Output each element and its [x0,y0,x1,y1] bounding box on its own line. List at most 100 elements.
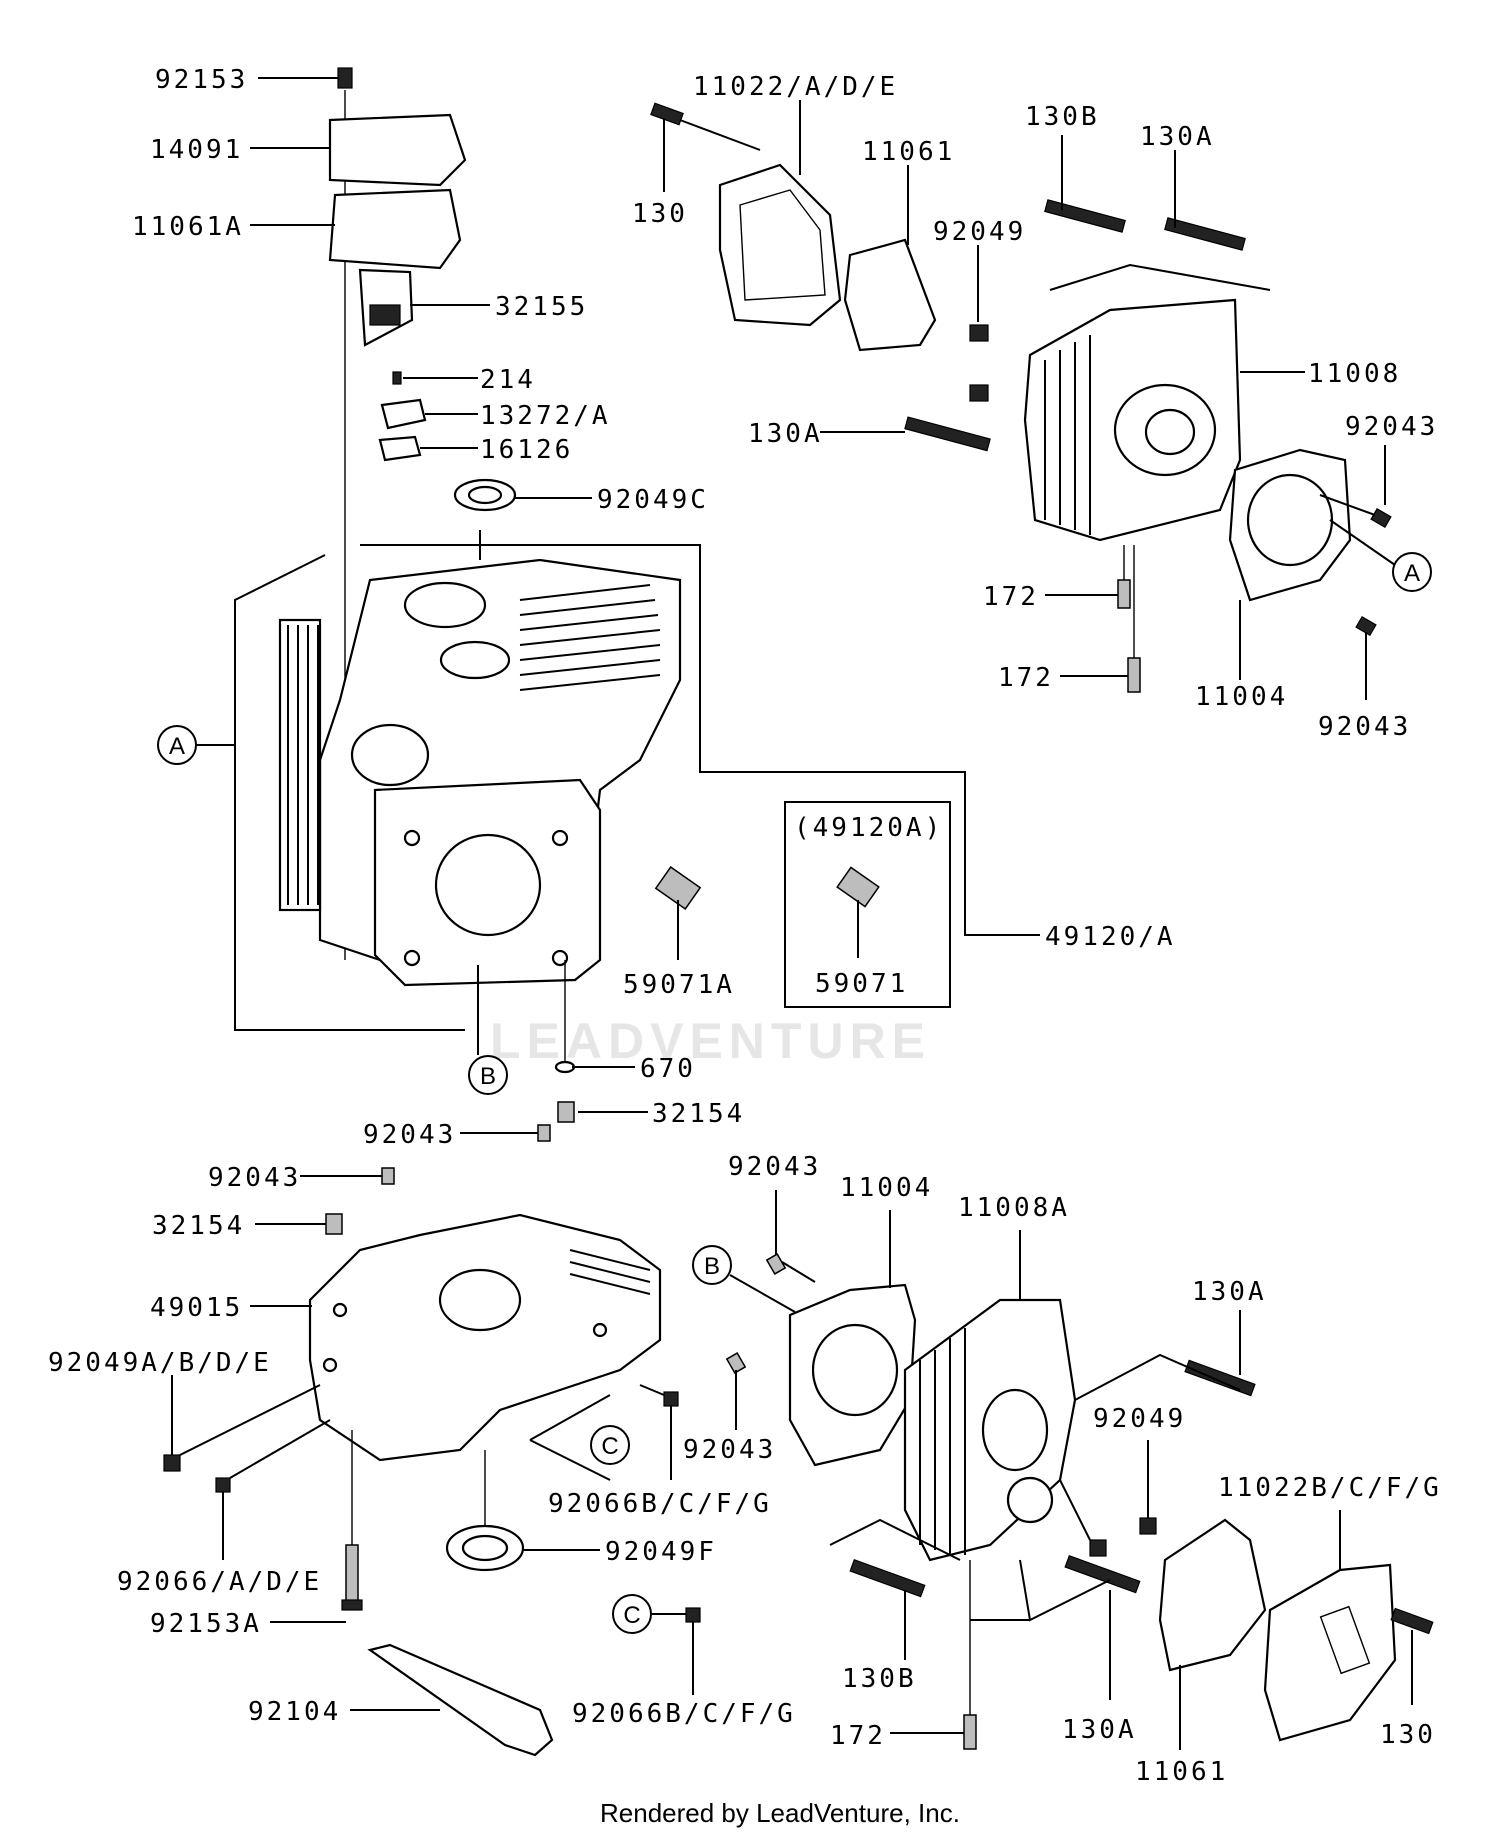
label-172-b: 172 [998,663,1054,693]
callout-A-right: A [1392,552,1432,592]
part-32155-reed [358,268,414,347]
callout-C-a: C [590,1425,630,1465]
part-92066BCFG-nut-b [685,1607,701,1623]
label-49015: 49015 [150,1293,243,1323]
part-11022BCFG-cover [1263,1563,1397,1742]
label-92043-a: 92043 [363,1120,456,1150]
part-92043-pin-tr1 [1370,507,1392,529]
label-92043-c: 92043 [728,1152,821,1182]
label-92049C: 92049C [597,485,709,515]
watermark-text: LEADVENTURE [490,1013,931,1069]
label-92049ABDE: 92049A/B/D/E [48,1348,272,1378]
label-11008: 11008 [1308,359,1401,389]
part-92066BCFG-nut-a [663,1391,679,1407]
label-130B-bot: 130B [842,1664,917,1694]
svg-text:C: C [623,1602,640,1629]
part-92049-nut-br [1089,1517,1157,1557]
label-214: 214 [480,365,536,395]
part-92043-pin-b [381,1167,395,1185]
label-92049-top: 92049 [933,217,1026,247]
label-11008A: 11008A [958,1193,1070,1223]
svg-text:A: A [1404,560,1420,587]
label-92049F: 92049F [605,1537,717,1567]
inset-box-49120A [784,801,951,1008]
part-130A-bolt-br [1184,1359,1256,1397]
label-92043-tr2: 92043 [1318,712,1411,742]
part-92043-pin-tr2 [1355,615,1377,637]
part-11004-gasket-bot [788,1283,917,1467]
label-92153: 92153 [155,65,248,95]
part-172-stud-a [1117,579,1131,609]
label-59071A: 59071A [623,970,735,1000]
label-11061-top: 11061 [862,137,955,167]
part-32154-dowel-a [557,1101,575,1123]
label-130A-br: 130A [1192,1277,1267,1307]
label-130-top: 130 [632,199,688,229]
part-172-stud-b [1127,657,1141,693]
part-92043-pin-c [765,1253,787,1275]
part-92066ADE-nut [215,1477,231,1493]
callout-B-top: B [468,1055,508,1095]
label-11004-bot: 11004 [840,1173,933,1203]
part-11061-gasket-top [843,238,937,352]
crankcase-fins [519,584,661,691]
label-16126: 16126 [480,435,573,465]
part-130-bolt-bot [1390,1607,1434,1635]
part-130B-bolt-bot [849,1558,926,1598]
part-32154-dowel-b [325,1213,343,1235]
label-130A-bot: 130A [1062,1715,1137,1745]
label-11061-bot: 11061 [1135,1757,1228,1787]
label-11022ADE: 11022/A/D/E [693,72,898,102]
part-214-screw [392,371,402,385]
part-11008-cylinder-head [1023,298,1242,542]
callout-B-bot: B [692,1245,732,1285]
label-130B-top: 130B [1025,102,1100,132]
label-11004-top: 11004 [1195,682,1288,712]
part-11061-gasket-bot [1158,1518,1267,1672]
part-130B-bolt-top [1044,199,1126,233]
part-92049ABDE-nut [163,1454,181,1472]
svg-text:A: A [169,733,185,760]
svg-text:C: C [601,1433,618,1460]
label-32154-b: 32154 [152,1211,245,1241]
label-130A-mid: 130A [748,419,823,449]
label-14091: 14091 [150,135,243,165]
label-49120A: 49120/A [1045,922,1176,952]
callout-A-left: A [157,725,197,765]
part-130-bolt-top [650,102,684,126]
label-32155: 32155 [495,292,588,322]
part-14091-cover [328,113,467,187]
part-92049-nut-top [969,324,989,402]
part-59071A-stud [654,865,702,911]
part-13272A-plate [380,398,427,430]
label-13272A: 13272/A [480,401,611,431]
label-92043-tr1: 92043 [1345,412,1438,442]
label-92104: 92104 [248,1697,341,1727]
part-172-stud-c [963,1714,977,1750]
label-11061A: 11061A [132,212,244,242]
label-92049-br: 92049 [1093,1404,1186,1434]
label-92066ADE: 92066/A/D/E [117,1567,322,1597]
part-92043-pin-a [537,1124,551,1142]
callout-C-b: C [612,1594,652,1634]
part-11022ADE-cover [718,163,842,327]
label-59071: 59071 [815,969,908,999]
part-92153A-bolt [341,1544,363,1611]
svg-text:B: B [480,1063,496,1090]
label-32154-a: 32154 [652,1099,745,1129]
label-92066BCFG-a: 92066B/C/F/G [548,1489,772,1519]
label-92043-b: 92043 [208,1163,301,1193]
part-670-oring [554,1060,576,1074]
label-11022BCFG: 11022B/C/F/G [1218,1473,1442,1503]
part-92104-sealant-tube [367,1643,554,1757]
label-92153A: 92153A [150,1609,262,1639]
part-crankcase-assembly [278,558,682,987]
label-49120A-box: (49120A) [794,813,943,843]
footer-credit: Rendered by LeadVenture, Inc. [600,1798,960,1828]
label-670: 670 [640,1054,696,1084]
part-130A-bolt-top [1164,217,1246,251]
part-11061A-gasket [328,188,462,270]
part-92043-pin-d [725,1352,747,1374]
label-130-bot: 130 [1380,1720,1436,1750]
